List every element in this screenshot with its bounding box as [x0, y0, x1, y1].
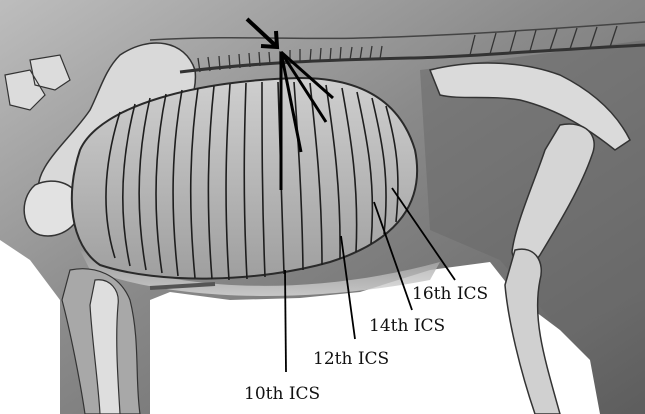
label-12th-ics: 12th ICS: [313, 349, 389, 369]
label-16th-ics: 16th ICS: [412, 284, 488, 304]
label-14th-ics: 14th ICS: [369, 316, 445, 336]
label-10th-ics: 10th ICS: [244, 384, 320, 404]
